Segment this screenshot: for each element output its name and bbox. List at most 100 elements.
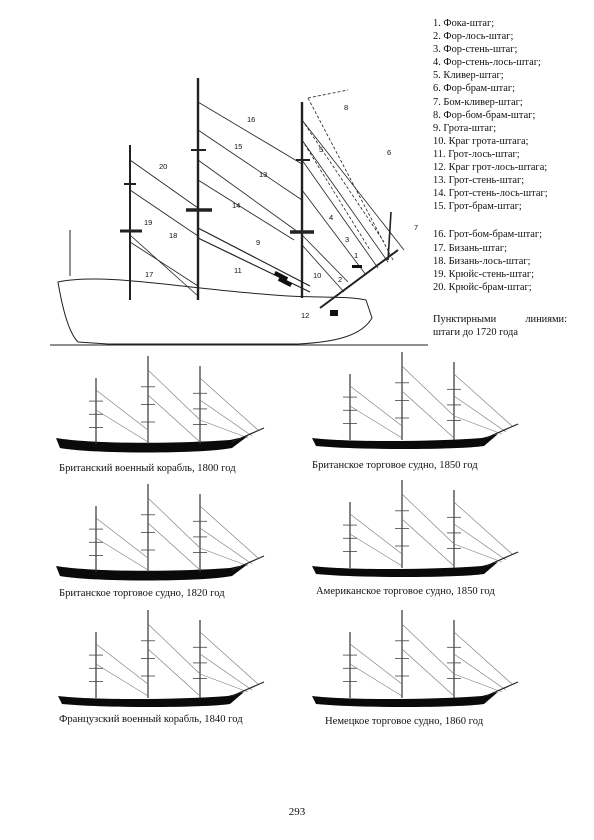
ship-caption-5: Французский военный корабль, 1840 год bbox=[59, 714, 243, 725]
ship-stay bbox=[199, 653, 253, 691]
label-2: 2 bbox=[338, 275, 342, 284]
legend-item: 11. Грот-лось-штаг; bbox=[433, 148, 520, 160]
ship-stay bbox=[147, 394, 201, 443]
ship-bowsprit bbox=[485, 681, 519, 697]
stays-diagram: 1 2 3 4 5 6 7 8 9 10 11 12 13 14 15 16 1… bbox=[50, 78, 428, 346]
legend-gap bbox=[433, 213, 583, 228]
ship-stay bbox=[199, 631, 259, 685]
label-12: 12 bbox=[301, 311, 309, 320]
ship-hull bbox=[56, 564, 248, 581]
ship-stay bbox=[453, 631, 513, 685]
ship-stay bbox=[453, 501, 513, 555]
ship-silhouette-6 bbox=[312, 610, 519, 707]
ship-stay bbox=[349, 533, 403, 567]
ship-caption-6: Немецкое торговое судно, 1860 год bbox=[325, 716, 484, 727]
ship-stay bbox=[147, 623, 201, 675]
legend-item: 7. Бом-кливер-штаг; bbox=[433, 96, 523, 108]
ship-silhouette-2 bbox=[312, 352, 519, 449]
ship-stay bbox=[453, 543, 503, 563]
label-18: 18 bbox=[169, 231, 177, 240]
legend-item: 8. Фор-бом-брам-штаг; bbox=[433, 109, 536, 121]
ship-stay bbox=[349, 405, 403, 439]
label-10: 10 bbox=[313, 271, 321, 280]
legend-item: 5. Кливер-штаг; bbox=[433, 70, 504, 82]
label-19: 19 bbox=[144, 218, 152, 227]
legend-item: 4. Фор-стень-лось-штаг; bbox=[433, 57, 541, 69]
label-6: 6 bbox=[387, 148, 391, 157]
legend-item: 13. Грот-стень-штаг; bbox=[433, 175, 525, 187]
label-16: 16 bbox=[247, 115, 255, 124]
legend-item: 10. Краг грота-штага; bbox=[433, 135, 529, 147]
label-7: 7 bbox=[414, 223, 418, 232]
ship-stay bbox=[147, 522, 201, 571]
label-13: 13 bbox=[259, 170, 267, 179]
ship-stay bbox=[453, 373, 513, 427]
ship-stay bbox=[199, 547, 249, 567]
ship-hull bbox=[312, 434, 498, 449]
ship-stay bbox=[95, 517, 149, 559]
ship-bowsprit bbox=[231, 555, 265, 571]
ship-silhouette-4 bbox=[312, 480, 519, 577]
ship-hull bbox=[312, 562, 498, 577]
label-5: 5 bbox=[319, 145, 323, 154]
legend-item: 2. Фор-лось-штаг; bbox=[433, 31, 514, 43]
page-number: 293 bbox=[288, 806, 306, 818]
ship-bowsprit bbox=[485, 423, 519, 439]
ship-stay bbox=[199, 399, 253, 437]
ship-stay bbox=[349, 385, 403, 427]
ship-stay bbox=[453, 415, 503, 435]
legend-item: 3. Фор-стень-штаг; bbox=[433, 44, 518, 56]
ship-stay bbox=[349, 513, 403, 555]
ship-hull bbox=[56, 436, 248, 453]
ship-silhouette-3 bbox=[56, 484, 265, 581]
ship-stay bbox=[401, 390, 455, 439]
stays-legend: 1. Фока-штаг; 2. Фор-лось-штаг; 3. Фор-с… bbox=[433, 17, 583, 294]
ship-stay bbox=[199, 419, 249, 439]
ship-caption-4: Американское торговое судно, 1850 год bbox=[316, 586, 495, 597]
ship-hull bbox=[58, 692, 244, 707]
legend-item: 17. Бизань-штаг; bbox=[433, 242, 508, 254]
label-3: 3 bbox=[345, 235, 349, 244]
label-17: 17 bbox=[145, 270, 153, 279]
ship-silhouette-1 bbox=[56, 356, 265, 453]
ship-stay bbox=[147, 369, 201, 421]
ship-silhouette-5 bbox=[58, 610, 265, 707]
ship-stay bbox=[453, 395, 507, 433]
ship-stay bbox=[401, 648, 455, 697]
ship-stay bbox=[199, 527, 253, 565]
legend-item: 15. Грот-брам-штаг; bbox=[433, 201, 522, 213]
ship-stay bbox=[349, 663, 403, 697]
legend-item: 9. Грота-штаг; bbox=[433, 122, 497, 134]
legend-item: 18. Бизань-лось-штаг; bbox=[433, 255, 531, 267]
ship-bowsprit bbox=[231, 681, 265, 697]
ship-stay bbox=[401, 365, 455, 417]
ship-stay bbox=[147, 497, 201, 549]
ship-caption-1: Британский военный корабль, 1800 год bbox=[59, 463, 236, 474]
ship-caption-2: Британское торговое судно, 1850 год bbox=[312, 460, 478, 471]
ship-stay bbox=[199, 377, 259, 431]
ship-stay bbox=[95, 409, 149, 443]
ship-stay bbox=[95, 537, 149, 571]
label-8: 8 bbox=[344, 103, 348, 112]
ship-stay bbox=[401, 518, 455, 567]
label-14: 14 bbox=[232, 201, 240, 210]
label-9: 9 bbox=[256, 238, 260, 247]
ship-stay bbox=[453, 653, 507, 691]
legend-item: 1. Фока-штаг; bbox=[433, 18, 495, 29]
legend-item: 6. Фор-брам-штаг; bbox=[433, 83, 516, 95]
ship-stay bbox=[95, 643, 149, 685]
label-15: 15 bbox=[234, 142, 242, 151]
legend-item: 16. Грот-бом-брам-штаг; bbox=[433, 229, 543, 241]
legend-item: 14. Грот-стень-лось-штаг; bbox=[433, 188, 548, 200]
ship-stay bbox=[199, 673, 249, 693]
ship-stay bbox=[147, 648, 201, 697]
ship-stay bbox=[453, 673, 503, 693]
label-1: 1 bbox=[354, 251, 358, 260]
legend-item: 19. Крюйс-стень-штаг; bbox=[433, 268, 535, 280]
legend-item: 20. Крюйс-брам-штаг; bbox=[433, 281, 532, 293]
ship-bowsprit bbox=[231, 427, 265, 443]
ship-hull bbox=[312, 692, 498, 707]
ship-stay bbox=[349, 643, 403, 685]
ship-stay bbox=[95, 389, 149, 431]
ship-stay bbox=[95, 663, 149, 697]
